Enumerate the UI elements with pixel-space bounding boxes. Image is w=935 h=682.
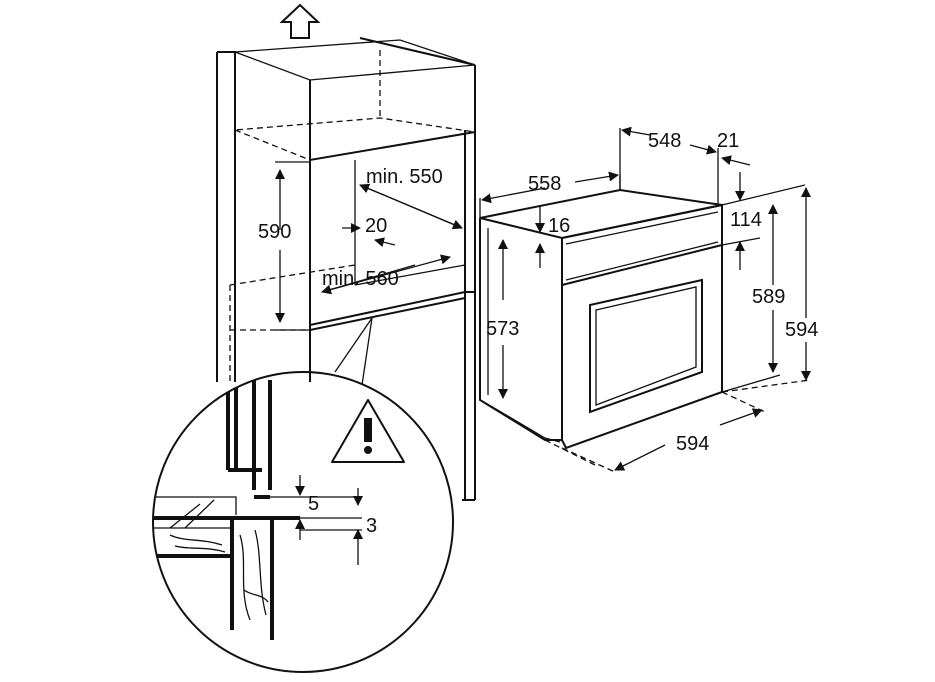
dim-front-height: 589 — [752, 286, 785, 308]
dim-gap-back: 20 — [365, 215, 387, 237]
dim-overall-height: 594 — [785, 319, 818, 341]
dim-door-offset: 21 — [717, 130, 739, 152]
dim-cabinet-height: 590 — [258, 221, 291, 243]
up-arrow-icon — [279, 3, 321, 39]
dim-cabinet-width-min: min. 560 — [322, 268, 399, 290]
oven — [479, 126, 811, 473]
dim-detail-gap: 5 — [308, 493, 319, 515]
dim-front-offset: 16 — [548, 215, 570, 237]
detail-circle — [152, 371, 454, 673]
dim-panel-height: 114 — [730, 209, 762, 231]
warning-icon — [331, 399, 405, 463]
dim-cabinet-depth-min: min. 550 — [366, 166, 443, 188]
dim-oven-depth-total: 558 — [528, 173, 561, 195]
dim-body-height: 573 — [486, 318, 519, 340]
dim-detail-offset: 3 — [366, 515, 377, 537]
dim-overall-width: 594 — [676, 433, 709, 455]
dim-oven-body-depth: 548 — [648, 130, 681, 152]
cabinet — [216, 37, 476, 501]
